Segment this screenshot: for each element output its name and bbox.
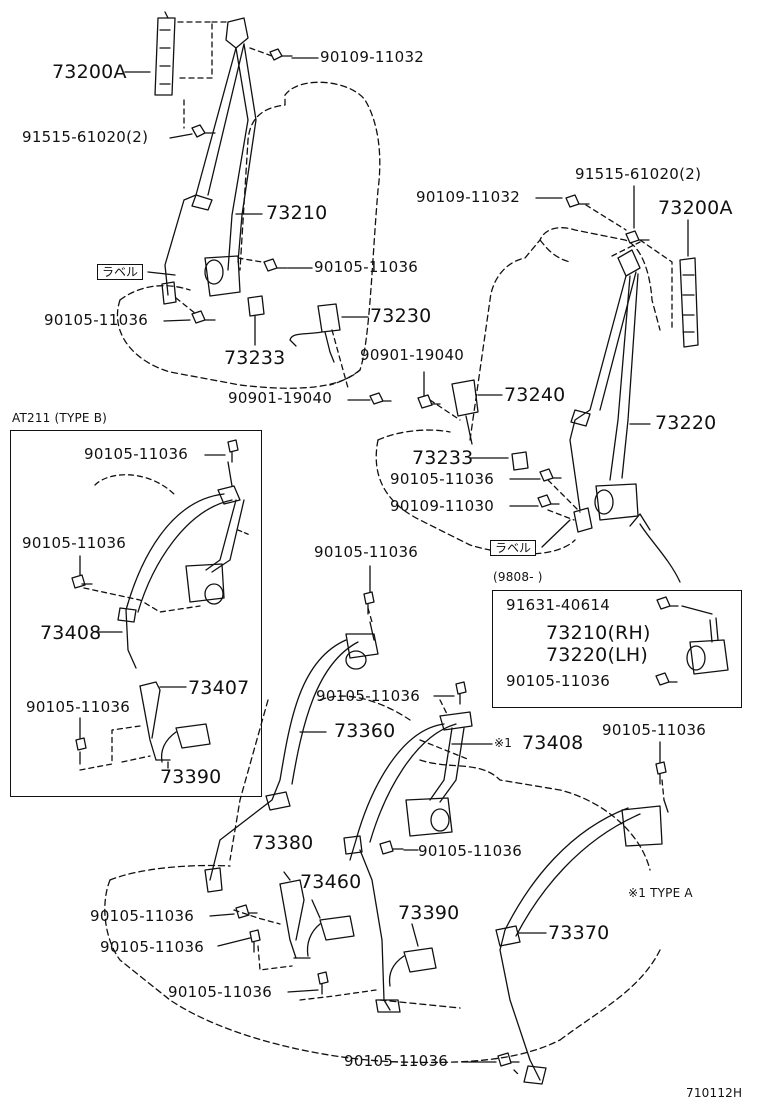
- part-73233-left: 73233: [224, 347, 286, 369]
- part-73390-rear: 73390: [398, 902, 460, 924]
- bolt-icons-top-left: [191, 48, 392, 405]
- dashed-leaders-top-left: [175, 21, 349, 389]
- arrow-to-detail: [629, 513, 681, 583]
- part-73210: 73210: [266, 202, 328, 224]
- buckle-73380-73460: [279, 879, 355, 959]
- leader-lines-type-b: [79, 454, 226, 769]
- part-90105-11036-rear-top: 90105-11036: [314, 543, 419, 561]
- part-73460: 73460: [300, 871, 362, 893]
- leader-lines-top-right: [423, 185, 689, 548]
- part-73220-lh: 73220(LH): [546, 644, 648, 666]
- part-91515-61020-right: 91515-61020(2): [575, 165, 702, 183]
- part-90105-11036-typeb-b: 90105-11036: [22, 534, 127, 552]
- front-seat-right-outline: [375, 227, 661, 555]
- type-a-mark: ※1: [494, 736, 513, 750]
- detail-date-range: (9808- ): [493, 570, 543, 584]
- type-a-note: ※1 TYPE A: [628, 886, 693, 900]
- seatbelt-73210-left: [154, 11, 257, 305]
- type-b-panel-drawing: [79, 461, 251, 771]
- bolt-icons-top-right: [417, 194, 679, 686]
- part-73200a-right: 73200A: [658, 197, 733, 219]
- part-73233-right: 73233: [412, 447, 474, 469]
- bolt-icons-rear: [235, 591, 667, 1067]
- seatbelt-73370: [495, 799, 669, 1085]
- type-b-panel: [10, 430, 262, 797]
- dashed-leaders-top-right: [429, 204, 673, 521]
- part-90105-11036-rear-l1: 90105-11036: [90, 907, 195, 925]
- part-73408-rear: 73408: [522, 732, 584, 754]
- seatbelt-73220-right: [569, 249, 699, 533]
- part-90105-11036-typeb-c: 90105-11036: [26, 698, 131, 716]
- detail-retractor: [681, 605, 729, 675]
- type-b-title: AT211 (TYPE B): [12, 411, 108, 425]
- part-90105-11036-rear-bottom: 90105-11036: [344, 1052, 449, 1070]
- part-90105-11036-left-b: 90105-11036: [44, 311, 149, 329]
- label-tag-right: ラベル: [490, 540, 537, 556]
- part-91515-61020-left: 91515-61020(2): [22, 128, 149, 146]
- part-90105-11036-rear-right: 90105-11036: [602, 721, 707, 739]
- part-73390-typeb: 73390: [160, 766, 222, 788]
- part-91631-40614: 91631-40614: [506, 596, 611, 614]
- part-73407: 73407: [188, 677, 250, 699]
- part-90105-11036-typeb-a: 90105-11036: [84, 445, 189, 463]
- part-90109-11030-right: 90109-11030: [390, 497, 495, 515]
- part-73220: 73220: [655, 412, 717, 434]
- seatbelt-73360: [204, 621, 379, 893]
- rear-seat-outline: [104, 695, 661, 1064]
- bolt-icons-type-b: [71, 439, 239, 765]
- seatbelt-73408-rear: [343, 711, 473, 1013]
- part-90105-11036-rear-l2: 90105-11036: [100, 938, 205, 956]
- leader-lines-rear: [209, 565, 661, 1063]
- part-73360: 73360: [334, 720, 396, 742]
- part-90105-11036-left-a: 90105-11036: [314, 258, 419, 276]
- leader-lines-top-left: [124, 57, 371, 401]
- part-90901-19040-left: 90901-19040: [228, 389, 333, 407]
- buckle-73390-rear: [388, 947, 437, 987]
- part-73370: 73370: [548, 922, 610, 944]
- buckle-73230: [247, 295, 341, 363]
- tag-leader-top-left: [147, 271, 176, 276]
- part-73240: 73240: [504, 384, 566, 406]
- part-90105-11036-rear-center: 90105-11036: [418, 842, 523, 860]
- buckle-73240: [451, 379, 529, 471]
- part-90105-11036-detail: 90105-11036: [506, 672, 611, 690]
- part-90109-11032-right: 90109-11032: [416, 188, 521, 206]
- part-90901-19040-right: 90901-19040: [360, 346, 465, 364]
- part-90105-11036-rear-mid: 90105-11036: [316, 687, 421, 705]
- dashed-leaders-rear: [233, 607, 665, 1077]
- part-73230: 73230: [370, 305, 432, 327]
- part-90109-11032-left: 90109-11032: [320, 48, 425, 66]
- label-tag-left: ラベル: [97, 264, 144, 280]
- part-73200a-left: 73200A: [52, 61, 127, 83]
- part-73408-typeb: 73408: [40, 622, 102, 644]
- part-90105-11036-right: 90105-11036: [390, 470, 495, 488]
- part-73380: 73380: [252, 832, 314, 854]
- detail-box: [492, 590, 742, 708]
- part-73210-rh: 73210(RH): [546, 622, 651, 644]
- figure-code: 710112H: [686, 1086, 743, 1100]
- front-seat-left-outline: [116, 81, 381, 389]
- part-90105-11036-rear-l3: 90105-11036: [168, 983, 273, 1001]
